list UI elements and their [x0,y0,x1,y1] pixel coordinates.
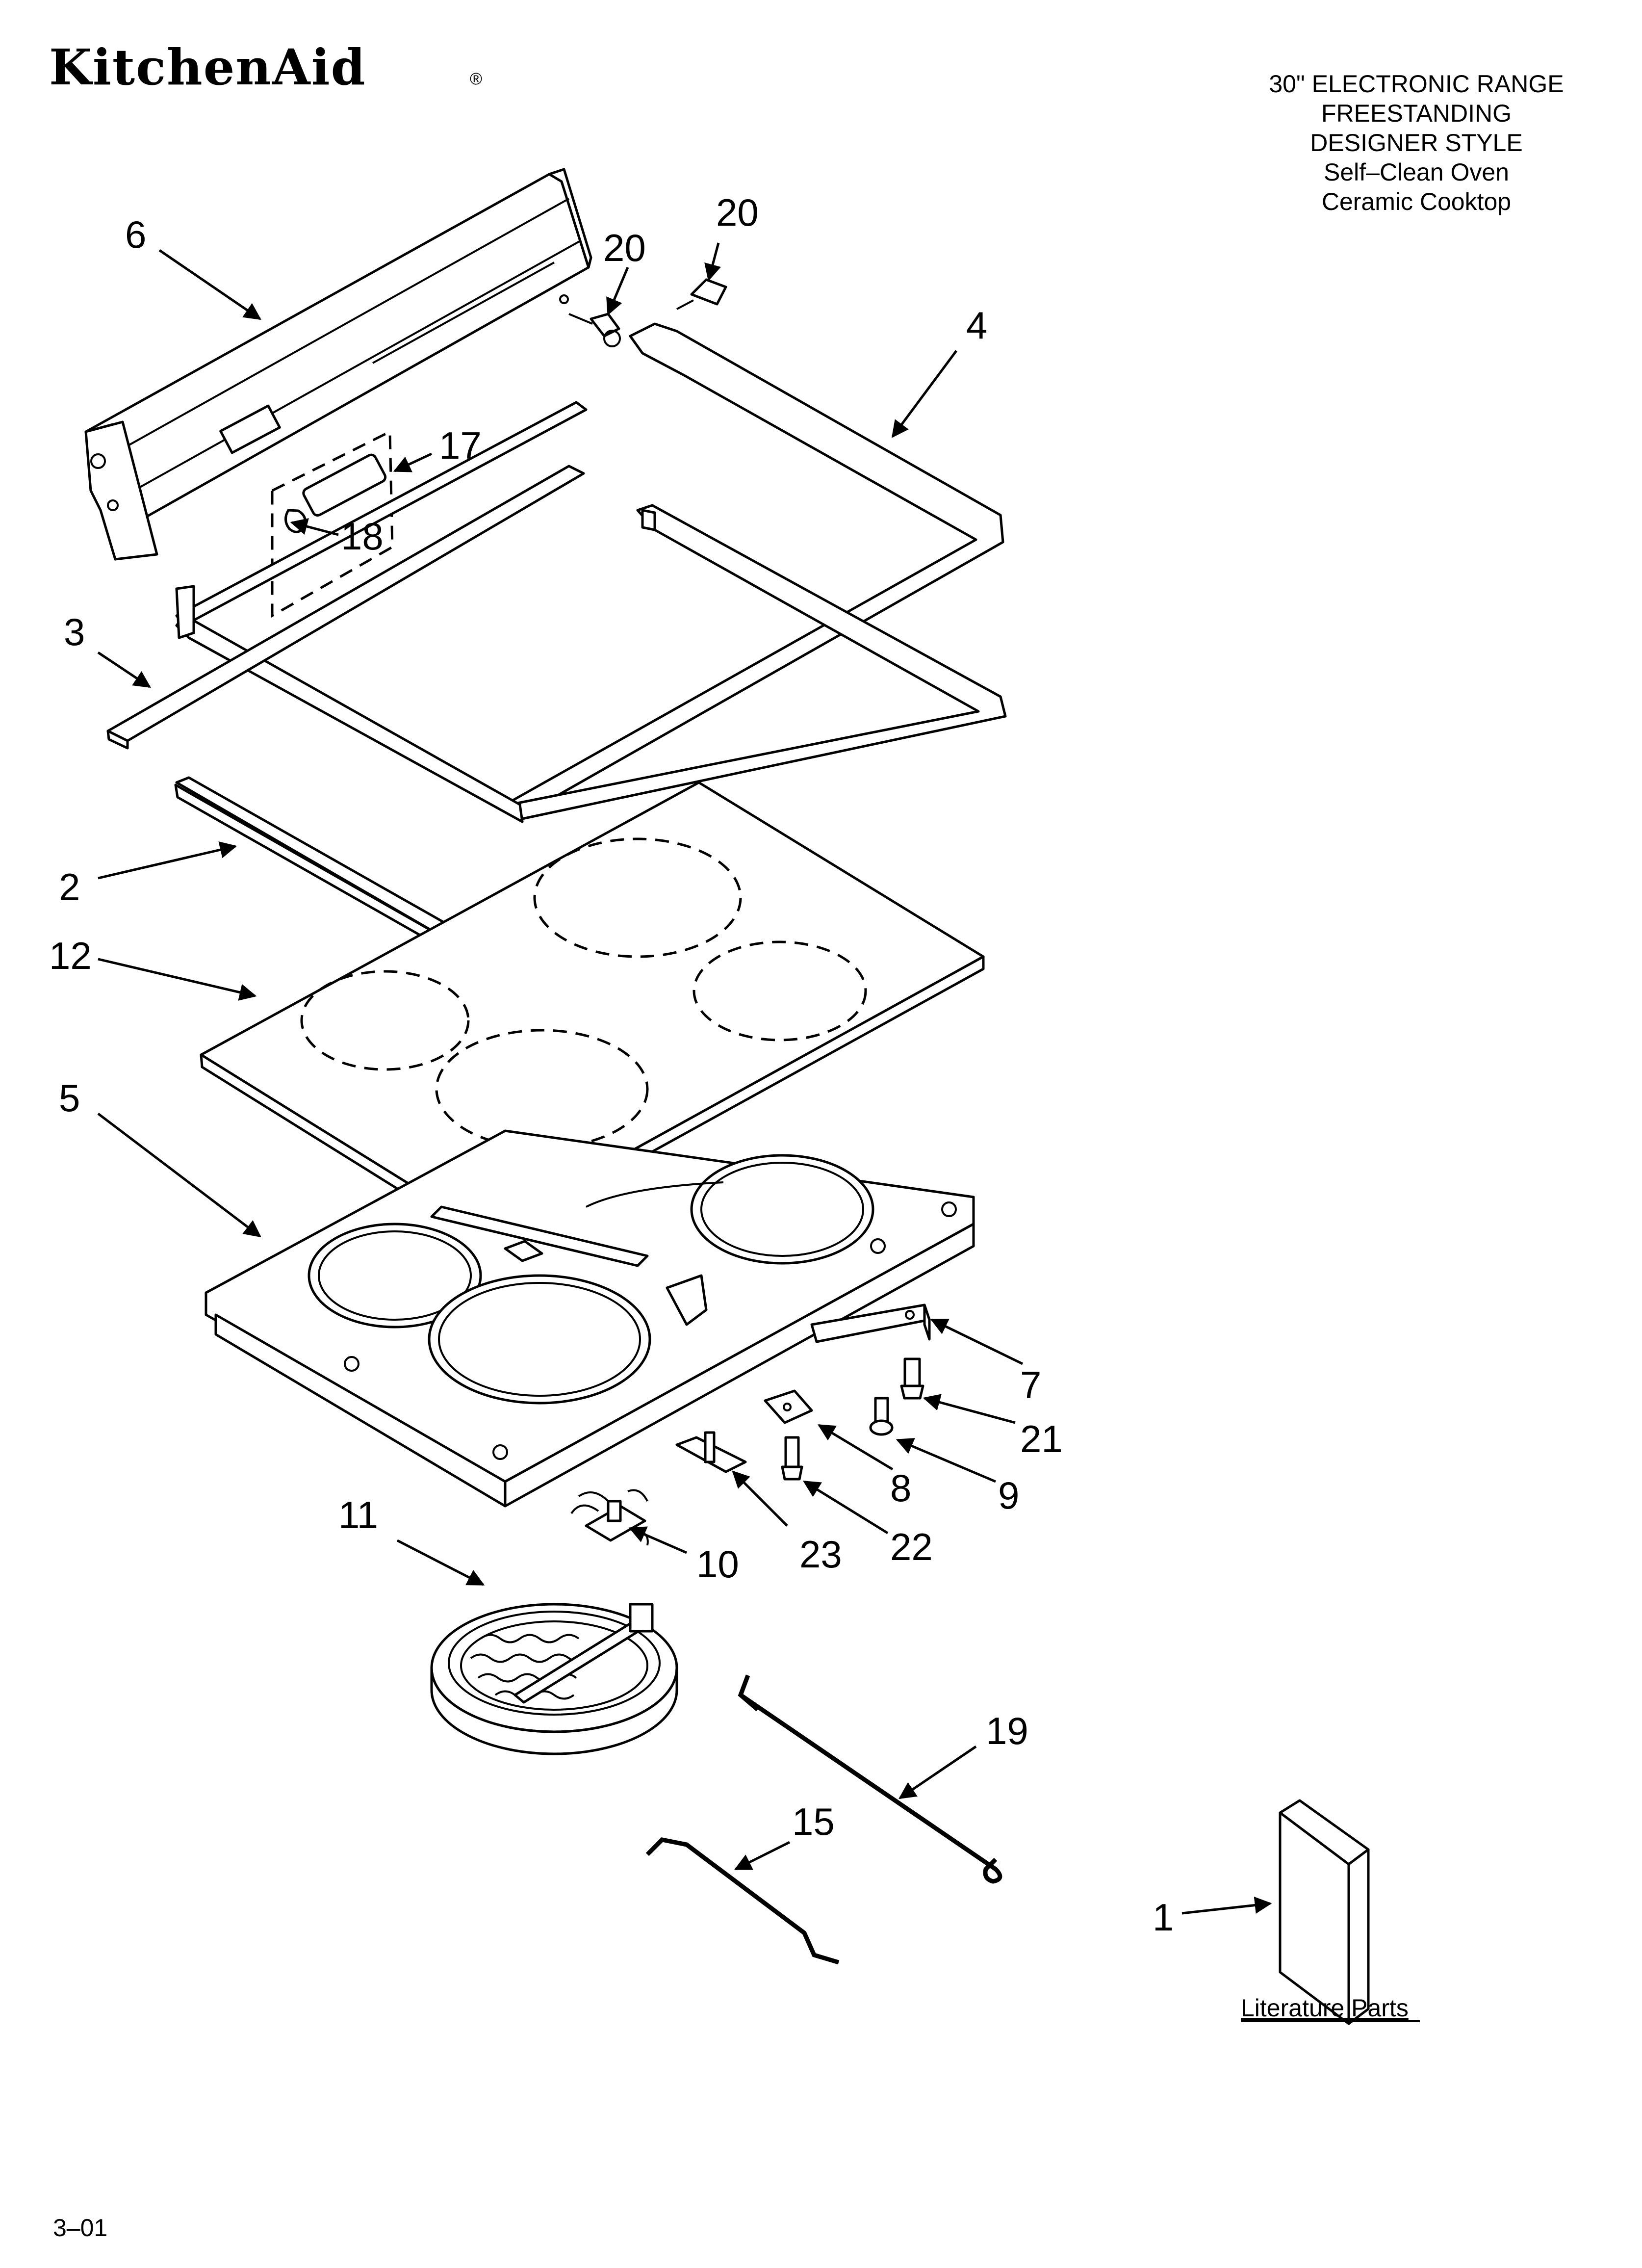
part-6-backguard-bracket [84,168,592,561]
header-line-4: Self–Clean Oven [1324,158,1509,186]
part-8-plate [764,1389,813,1424]
leader-lines [97,242,1272,1915]
part-19-wire [738,1674,1002,1884]
callout-15: 15 [792,1800,835,1843]
callout-labels: 6 20 20 4 17 18 3 2 12 5 7 21 8 9 22 23 … [49,191,1174,1939]
literature-parts-label: Literature Parts [1241,1994,1409,2022]
part-20-screw-b [676,278,727,310]
part-21-screw [900,1357,924,1400]
part-7-bracket [810,1303,931,1343]
callout-7: 7 [1020,1363,1041,1407]
part-3-trim-strip [106,465,585,750]
callout-21: 21 [1020,1417,1063,1460]
part-11-surface-element [430,1603,678,1755]
header-line-3: DESIGNER STYLE [1310,129,1522,156]
callout-6: 6 [125,213,146,256]
callout-8: 8 [890,1466,911,1510]
header-line-1: 30" ELECTRONIC RANGE [1269,70,1564,98]
part-10-terminal-block [570,1489,649,1546]
brand-name: KitchenAid [49,38,366,96]
callout-1: 1 [1153,1896,1174,1939]
callout-20a: 20 [603,226,646,269]
callout-5: 5 [59,1076,80,1120]
part-22-screw [781,1436,803,1481]
callout-19: 19 [986,1709,1028,1752]
page-code: 3–01 [53,2214,107,2242]
part-15-wire [645,1837,840,1965]
callout-4: 4 [966,304,987,347]
callout-10: 10 [696,1542,739,1586]
part-4-cooktop-frame [175,322,1007,823]
registered-mark: ® [470,70,482,88]
part-1-literature [1279,1799,1370,2025]
callout-3: 3 [64,610,85,653]
callout-9: 9 [998,1474,1019,1517]
callout-23: 23 [799,1533,842,1576]
header-line-2: FREESTANDING [1321,100,1512,127]
header-line-5: Ceramic Cooktop [1322,188,1511,215]
callout-11: 11 [338,1493,378,1537]
callout-12: 12 [49,934,92,977]
callout-20b: 20 [716,191,759,234]
callout-18: 18 [341,515,384,558]
part-20-screw-a [568,313,621,347]
callout-22: 22 [890,1525,933,1568]
kitchenaid-logo: KitchenAid ® [49,38,482,96]
model-header: 30" ELECTRONIC RANGE FREESTANDING DESIGN… [1269,70,1564,215]
part-23-clip [675,1431,747,1473]
callout-17: 17 [439,424,482,467]
callout-2: 2 [59,865,80,909]
part-9-bolt [869,1397,894,1436]
part-5-element-tray [205,1129,975,1508]
